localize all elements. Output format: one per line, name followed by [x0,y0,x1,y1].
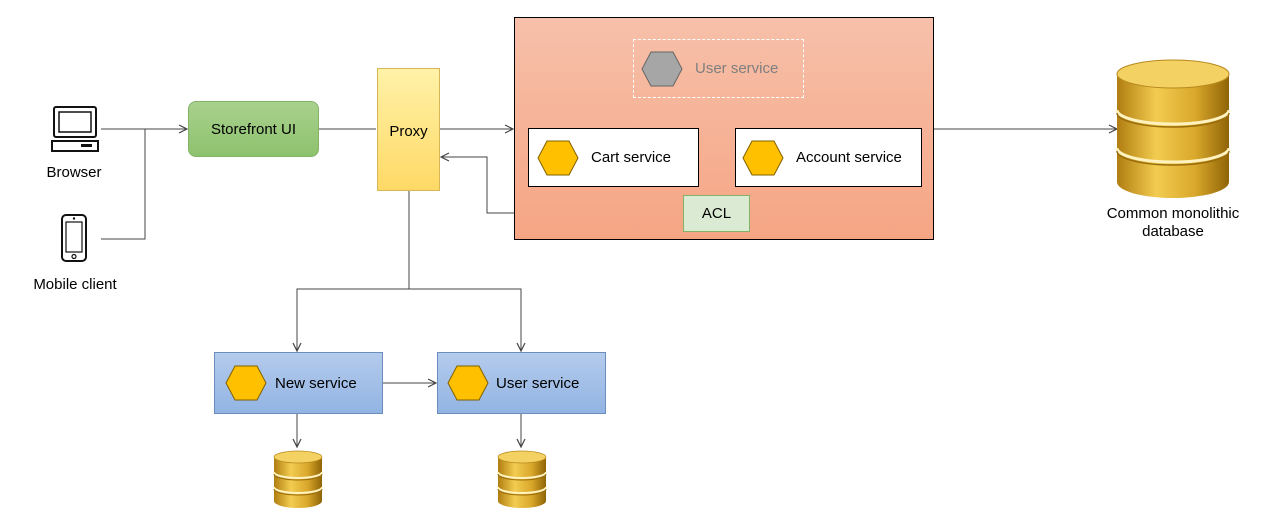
user-service-label: User service [496,374,580,392]
account-service-node[interactable]: Account service [735,128,922,187]
mobile-client-label: Mobile client [33,276,117,293]
proxy-to-services-edge [297,191,410,351]
smartphone-icon [61,214,87,262]
proxy-to-user-service-edge [409,288,521,351]
account-service-label: Account service [796,149,902,166]
acl-label: ACL [701,205,732,222]
new-service-node[interactable]: New service [214,352,383,414]
new-service-database-icon [273,450,323,508]
database-label: Common monolithic database [1106,205,1240,240]
proxy-label: Proxy [389,123,428,140]
mobile-to-storefront-edge [101,129,146,240]
cart-service-node[interactable]: Cart service [528,128,699,187]
new-service-label: New service [275,374,357,392]
legacy-user-service-label: User service [695,60,779,77]
user-service-node[interactable]: User service [437,352,606,414]
browser-label: Browser [46,164,102,181]
hexagon-icon [742,140,784,175]
cart-service-label: Cart service [591,149,672,166]
legacy-user-service-node[interactable]: User service [633,39,804,98]
database-icon [1115,59,1231,198]
hexagon-icon [225,365,267,401]
proxy-node[interactable]: Proxy [377,68,440,191]
acl-node[interactable]: ACL [683,195,750,232]
laptop-icon [51,106,99,152]
user-service-database-icon [497,450,547,508]
hexagon-icon [537,140,579,175]
hexagon-icon [447,365,489,401]
hexagon-icon [641,51,683,86]
storefront-ui-node[interactable]: Storefront UI [188,101,319,157]
storefront-ui-label: Storefront UI [210,120,297,138]
